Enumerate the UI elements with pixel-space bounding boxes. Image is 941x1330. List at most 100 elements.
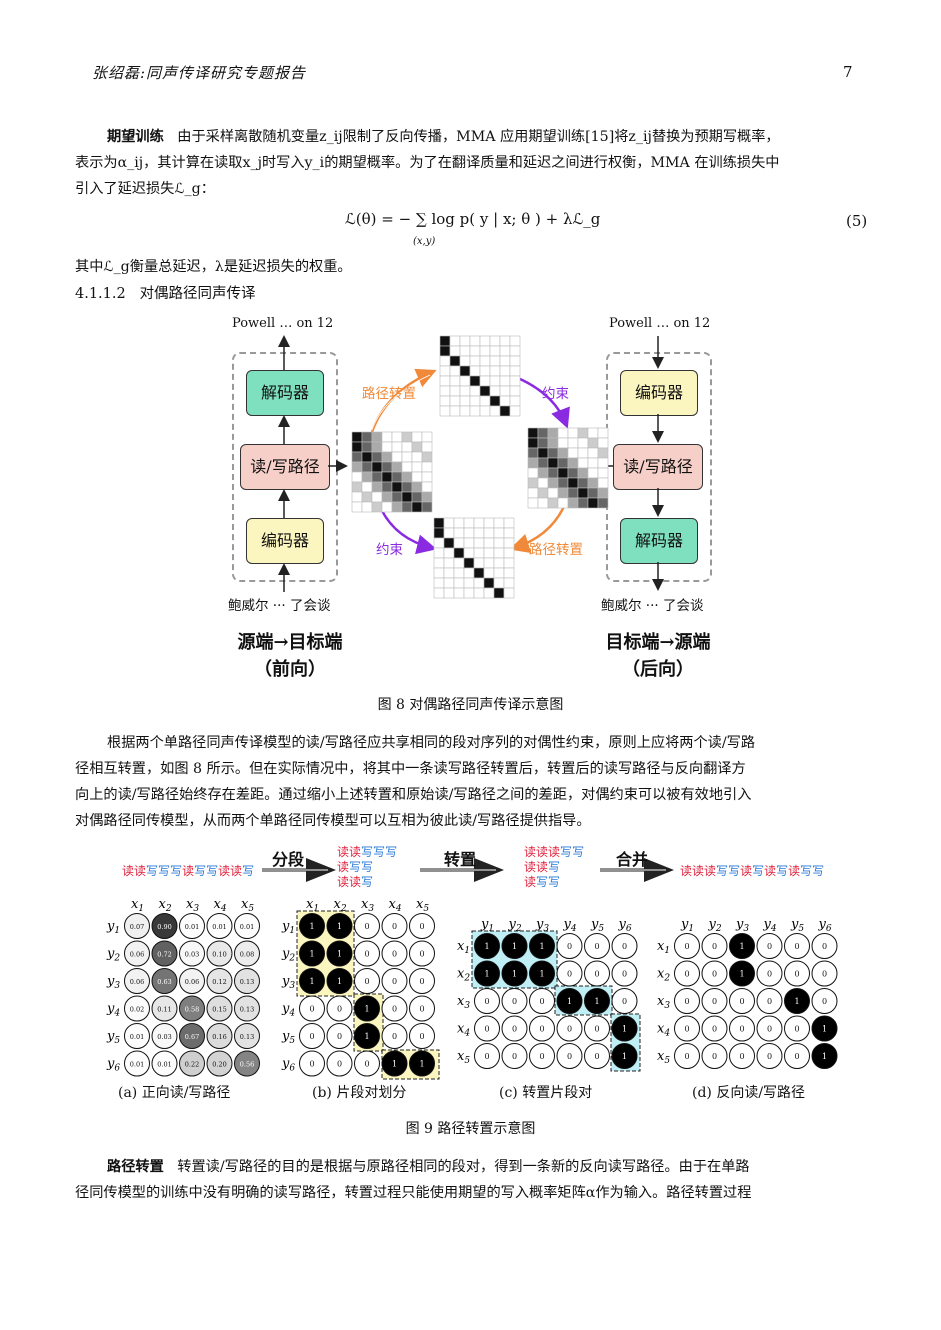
cell-value: 1 xyxy=(794,997,799,1006)
cell-value: 0 xyxy=(539,1052,544,1061)
cell-circle xyxy=(811,1015,838,1042)
cell-value: 1 xyxy=(512,970,517,979)
text-line: 径同传模型的训练中没有明确的读写路径，转置过程只能使用期望的写入概率矩阵α作为输… xyxy=(75,1185,752,1201)
cell-circle xyxy=(756,1043,783,1069)
cell-value: 0 xyxy=(712,970,717,979)
column-label: x2 xyxy=(334,897,347,914)
row-label: x4 xyxy=(457,1022,470,1039)
cell-value: 0 xyxy=(419,922,424,931)
path-matrix-top xyxy=(439,335,521,417)
subcaption-c: (c) 转置片段对 xyxy=(499,1085,593,1101)
cell-value: 0 xyxy=(684,1052,689,1061)
cell-value: 0 xyxy=(364,922,369,931)
text-line: 由于采样离散随机变量z_ij限制了反向传播，MMA 应用期望训练[15]将z_i… xyxy=(177,129,780,145)
column-label: x4 xyxy=(389,897,402,914)
column-label: y4 xyxy=(763,917,777,934)
cell-value: 0 xyxy=(567,1052,572,1061)
cell-circle xyxy=(474,988,500,1014)
column-label: y4 xyxy=(563,917,577,934)
cell-circle xyxy=(409,940,435,967)
cell-value: 0.63 xyxy=(157,978,171,986)
column-label: x1 xyxy=(306,897,319,914)
cell-value: 0 xyxy=(794,1025,799,1034)
text-line: 向上的读/写路径始终存在差距。通过缩小上述转置和原始读/写路径之间的差距，对偶约… xyxy=(75,787,752,803)
cell-value: 0 xyxy=(484,1025,489,1034)
right-bottom-text: 鲍威尔 ··· 了会谈 xyxy=(601,598,704,614)
cell-value: 0.15 xyxy=(212,1006,226,1014)
cell-value: 0 xyxy=(822,942,827,951)
row-label: x3 xyxy=(457,994,470,1011)
cell-value: 0.11 xyxy=(157,1006,171,1014)
cell-circle xyxy=(234,913,260,939)
cell-circle xyxy=(529,988,555,1014)
cell-value: 1 xyxy=(512,942,517,951)
right-top-text: Powell … on 12 xyxy=(609,316,711,331)
cell-value: 0 xyxy=(419,950,424,959)
row-label: x3 xyxy=(657,994,670,1011)
right-direction-label: 目标端→源端 xyxy=(605,632,711,653)
cell-circle xyxy=(811,933,838,959)
cell-circle xyxy=(729,988,755,1014)
cell-value: 0 xyxy=(392,1032,397,1041)
cell-circle xyxy=(299,940,325,967)
cell-value: 0 xyxy=(567,970,572,979)
cell-value: 0 xyxy=(767,997,772,1006)
cell-circle xyxy=(206,968,233,994)
label-path-transpose-top: 路径转置 xyxy=(362,386,416,402)
cell-circle xyxy=(784,1015,810,1042)
cell-circle xyxy=(784,988,810,1014)
cell-circle xyxy=(501,960,528,987)
cell-value: 0 xyxy=(767,1052,772,1061)
cell-value: 0 xyxy=(419,1005,424,1014)
column-label: y3 xyxy=(535,917,549,934)
cell-value: 0.06 xyxy=(130,951,144,959)
cell-circle xyxy=(474,960,500,987)
cell-circle xyxy=(701,960,728,987)
cell-value: 0 xyxy=(337,1060,342,1069)
cell-value: 0.08 xyxy=(240,951,254,959)
cell-circle xyxy=(206,1050,233,1077)
cell-value: 1 xyxy=(539,942,544,951)
cell-circle xyxy=(756,933,783,959)
cell-value: 1 xyxy=(622,1025,627,1034)
cell-circle xyxy=(811,960,838,987)
cell-circle xyxy=(326,995,353,1022)
cell-value: 0 xyxy=(622,942,627,951)
cell-circle xyxy=(501,933,528,959)
cell-circle xyxy=(354,913,380,939)
left-encoder-box: 编码器 xyxy=(246,518,324,564)
cell-value: 0.06 xyxy=(185,978,199,986)
row-label: y2 xyxy=(281,947,295,964)
cell-value: 0 xyxy=(794,942,799,951)
cell-circle xyxy=(381,1023,408,1049)
cell-value: 0 xyxy=(684,942,689,951)
section-title: 对偶路径同声传译 xyxy=(139,286,256,302)
text-line: 其中ℒ_g衡量总延迟，λ是延迟损失的权重。 xyxy=(75,259,352,275)
cell-value: 0 xyxy=(594,970,599,979)
cell-value: 0.03 xyxy=(157,1033,171,1041)
cell-value: 0 xyxy=(484,1052,489,1061)
column-label: y2 xyxy=(708,917,722,934)
cell-value: 0.90 xyxy=(157,923,171,931)
cell-circle xyxy=(234,1023,260,1049)
left-direction-sub: （前向） xyxy=(254,659,326,680)
cell-circle xyxy=(501,988,528,1014)
cell-circle xyxy=(299,968,325,994)
cell-circle xyxy=(206,940,233,967)
column-label: x1 xyxy=(131,897,144,914)
cell-circle xyxy=(556,960,583,987)
cell-circle xyxy=(556,1015,583,1042)
left-decoder-box: 解码器 xyxy=(246,370,324,416)
cell-value: 0 xyxy=(712,942,717,951)
section-number: 4.1.1.2 xyxy=(75,286,126,302)
cell-circle xyxy=(354,968,380,994)
cell-value: 1 xyxy=(822,1025,827,1034)
column-label: y6 xyxy=(618,917,632,934)
column-label: y3 xyxy=(735,917,749,934)
cell-circle xyxy=(206,1023,233,1049)
cell-value: 0 xyxy=(712,997,717,1006)
subcaption-a: (a) 正向读/写路径 xyxy=(118,1085,231,1101)
